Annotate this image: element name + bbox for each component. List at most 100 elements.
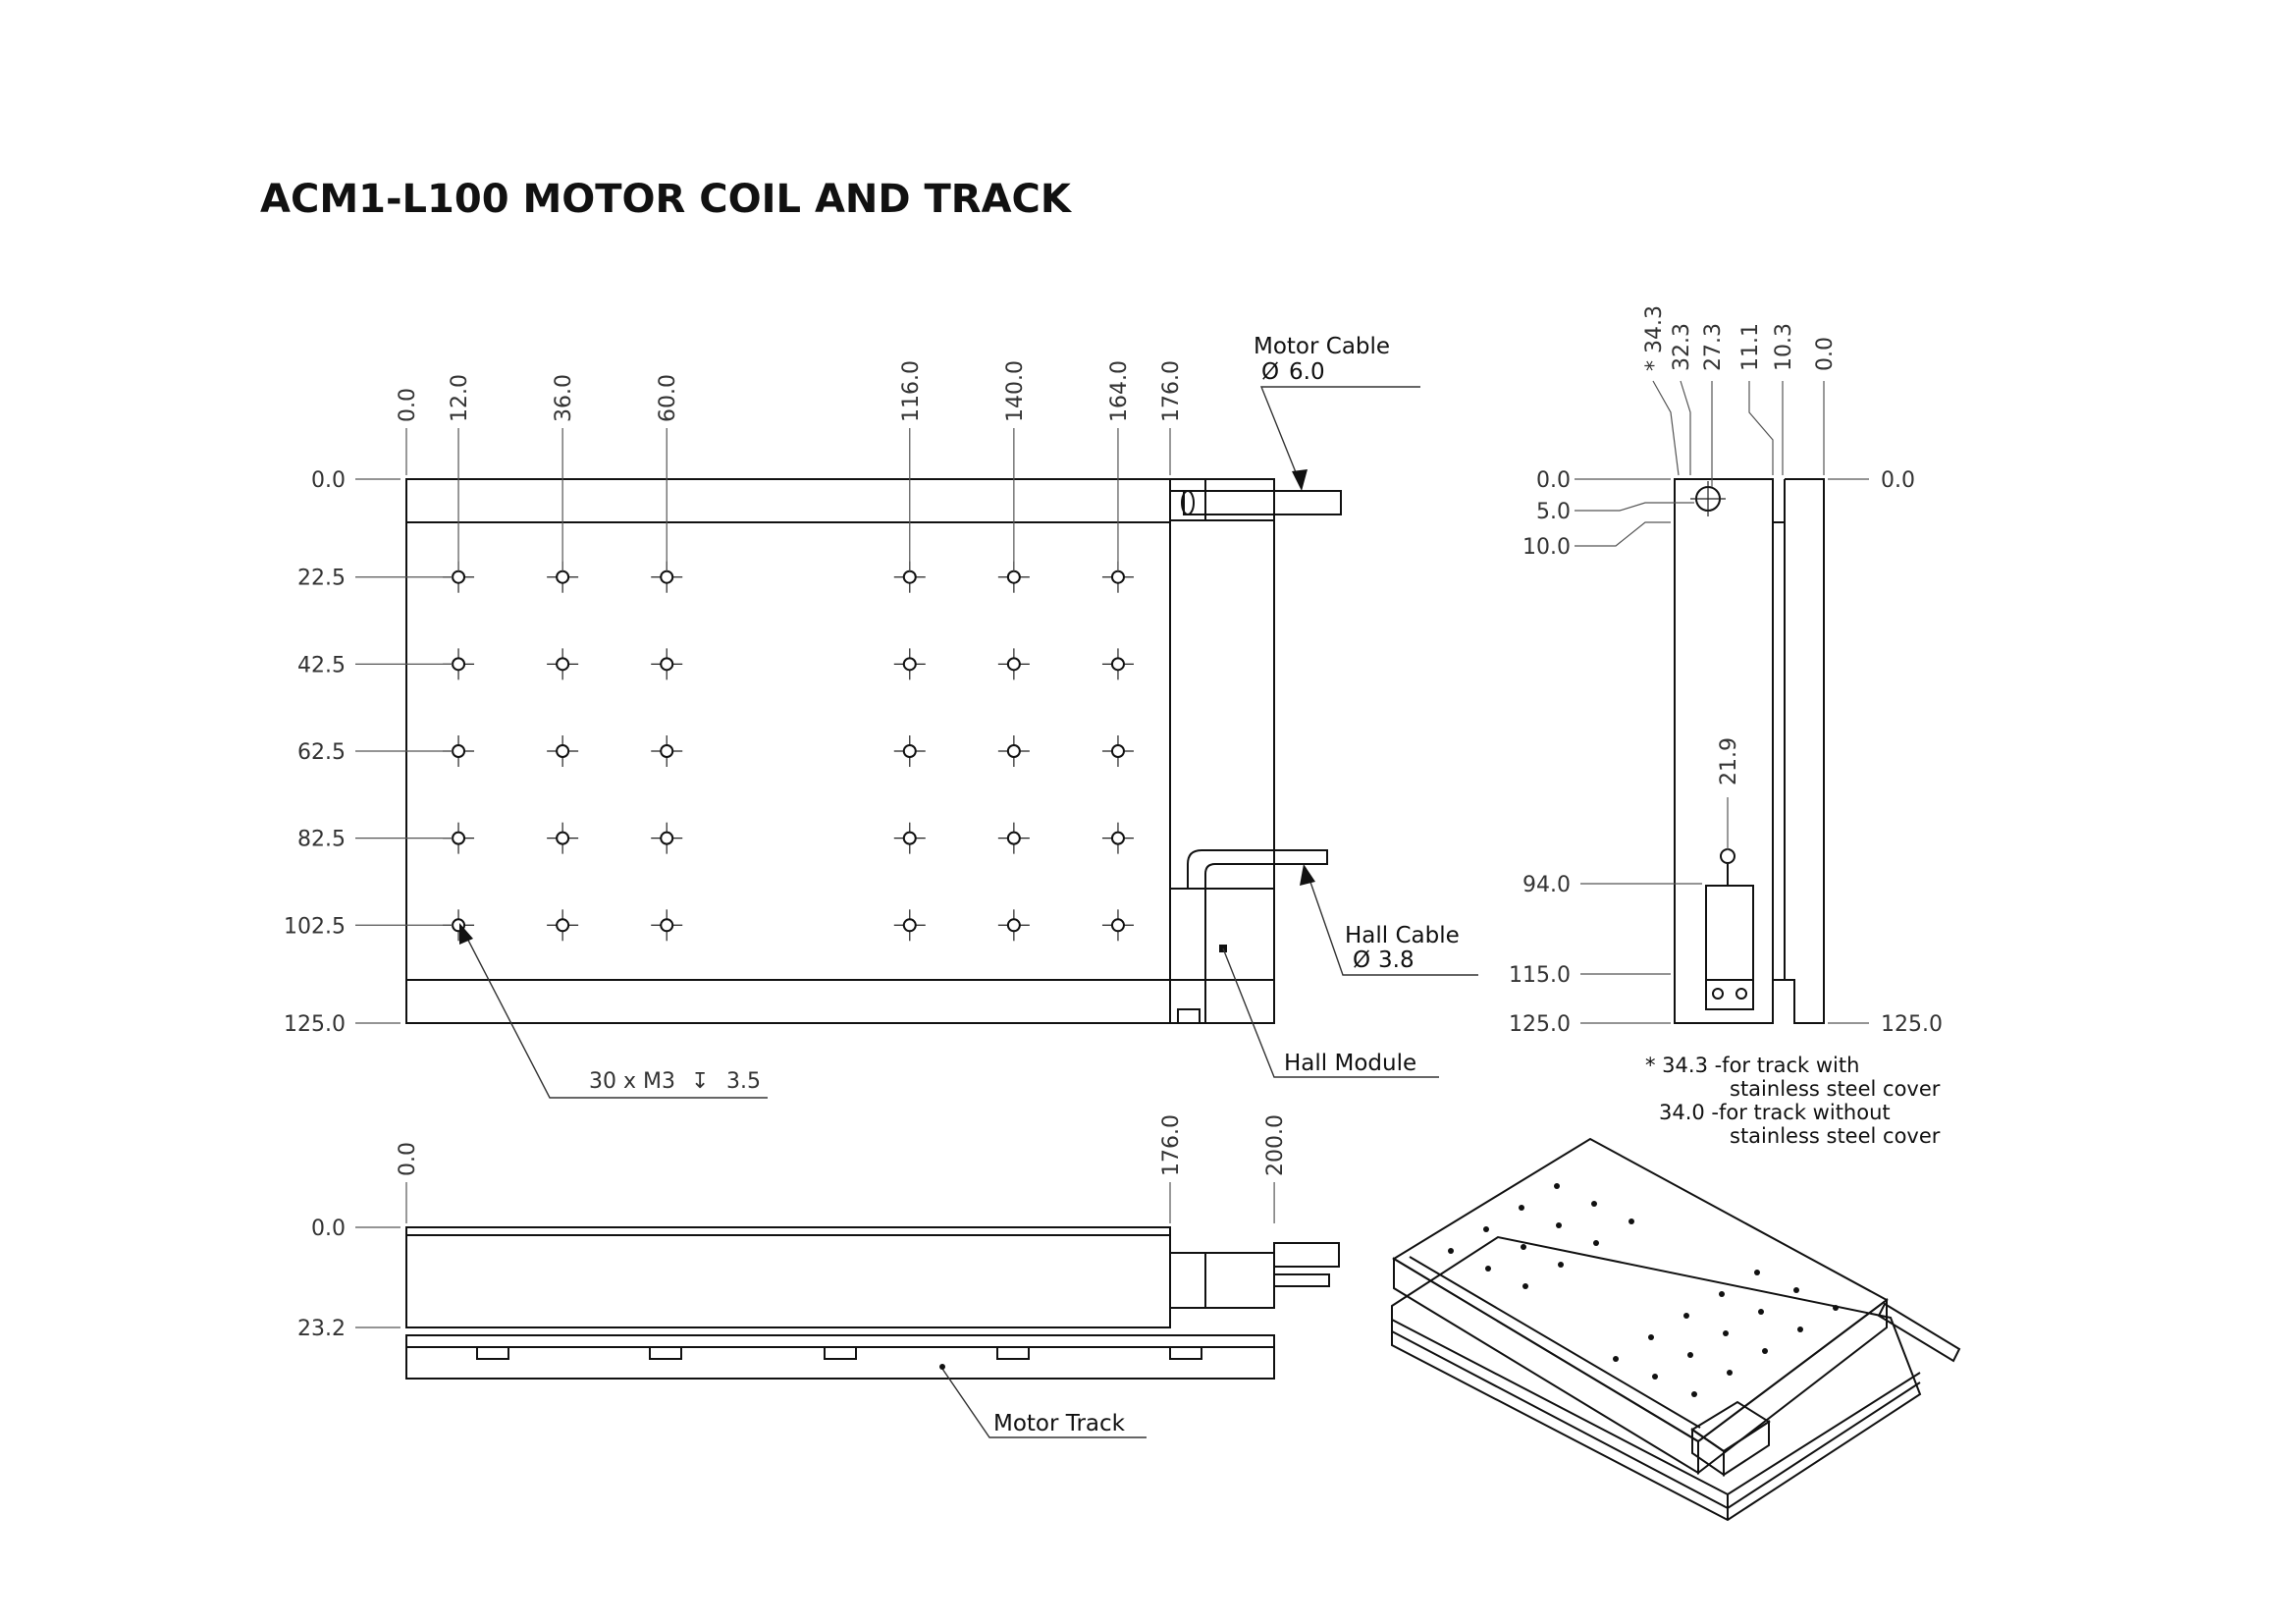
mounting-holes <box>443 561 1134 942</box>
end-leader <box>1652 380 1680 476</box>
iso-holes <box>1448 1183 1839 1397</box>
y-dimension-label: 82.5 <box>297 828 346 852</box>
mounting-hole <box>1110 918 1125 933</box>
hall-dimension-label: 21.9 <box>1717 737 1741 785</box>
hall-module-leader <box>1222 947 1439 1078</box>
mounting-hole <box>452 569 466 584</box>
hall-cable-label: Hall Cable <box>1345 923 1460 948</box>
end-coil-outline <box>1674 478 1774 1024</box>
hole-depth: 3.5 <box>726 1069 761 1094</box>
diameter-symbol-icon: Ø <box>1261 359 1279 385</box>
iso-hole <box>1521 1244 1526 1250</box>
hole-callout: 30 x M3 <box>589 1069 675 1094</box>
x-dimension-label: 140.0 <box>1003 360 1028 422</box>
iso-hole <box>1593 1240 1599 1246</box>
mounting-hole <box>902 744 917 758</box>
note-line-2: stainless steel cover <box>1730 1077 1941 1101</box>
note-line-3: 34.0 -for track without <box>1659 1101 1891 1124</box>
x-dimension-label: 12.0 <box>448 374 472 422</box>
mounting-hole <box>452 831 466 845</box>
mounting-hole <box>1006 569 1021 584</box>
mounting-hole <box>556 657 570 672</box>
iso-hole <box>1648 1334 1654 1340</box>
mounting-hole <box>1006 918 1021 933</box>
end-track-outline <box>1773 478 1825 1024</box>
mounting-hole <box>452 657 466 672</box>
mounting-hole <box>556 831 570 845</box>
mounting-hole <box>1110 831 1125 845</box>
y-dimension-label: 23.2 <box>297 1317 346 1341</box>
isometric-view-icon <box>1391 1137 1961 1522</box>
end-y-dimension-right: 0.0 <box>1881 468 1915 493</box>
end-y-dimension-right: 125.0 <box>1881 1012 1943 1037</box>
end-x-dimension-label: * 34.3 <box>1642 305 1667 371</box>
motor-cable-leader <box>1259 386 1420 488</box>
x-dimension-label: 116.0 <box>899 360 924 422</box>
mounting-hole <box>1006 744 1021 758</box>
end-y-line <box>1575 502 1694 512</box>
iso-hole <box>1558 1262 1564 1268</box>
iso-hole <box>1554 1183 1560 1189</box>
x-dimension-label: 200.0 <box>1263 1114 1288 1176</box>
iso-hole <box>1793 1287 1799 1293</box>
end-notes: * 34.3 -for track with stainless steel c… <box>1645 1054 1941 1148</box>
iso-hole <box>1754 1270 1760 1275</box>
mounting-hole <box>902 918 917 933</box>
motor-cable <box>1183 490 1342 515</box>
end-x-dimension-label: 11.1 <box>1738 323 1763 371</box>
iso-hole <box>1687 1352 1693 1358</box>
depth-symbol-icon: ↧ <box>691 1069 709 1094</box>
y-dimension-label: 102.5 <box>284 914 346 939</box>
hole-callout-leader <box>460 926 768 1099</box>
y-dimension-label: 62.5 <box>297 740 346 765</box>
diameter-symbol-icon: Ø <box>1353 947 1370 973</box>
y-dimension-label: 125.0 <box>284 1012 346 1037</box>
mounting-hole <box>902 657 917 672</box>
end-x-dimension-label: 32.3 <box>1670 323 1694 371</box>
iso-hole <box>1652 1374 1658 1380</box>
mounting-hole <box>902 831 917 845</box>
end-leader <box>1680 380 1691 475</box>
mounting-hole <box>660 831 674 845</box>
x-dimension-label: 0.0 <box>396 1142 420 1176</box>
drawing-title: ACM1-L100 MOTOR COIL AND TRACK <box>260 177 1073 222</box>
x-dimension-label: 176.0 <box>1159 1114 1184 1176</box>
iso-hole <box>1797 1326 1803 1332</box>
end-x-dimension-label: 0.0 <box>1813 337 1838 371</box>
motor-cable-label: Motor Cable <box>1254 334 1390 359</box>
end-y-dimension-label: 94.0 <box>1522 873 1571 897</box>
note-line-1: * 34.3 -for track with <box>1645 1054 1859 1077</box>
mounting-hole <box>660 918 674 933</box>
side-motor-cable <box>1273 1242 1340 1268</box>
hall-module-label: Hall Module <box>1284 1051 1416 1076</box>
mounting-hole <box>1006 657 1021 672</box>
iso-track <box>1391 1235 1922 1522</box>
iso-hole <box>1683 1313 1689 1319</box>
y-dimension-label: 22.5 <box>297 567 346 591</box>
end-x-dimension-label: 10.3 <box>1772 323 1796 371</box>
x-dimension-label: 176.0 <box>1159 360 1184 422</box>
iso-hole <box>1723 1330 1729 1336</box>
iso-hole <box>1629 1218 1634 1224</box>
motor-track-label: Motor Track <box>993 1411 1126 1436</box>
mounting-hole <box>902 569 917 584</box>
iso-hole <box>1485 1266 1491 1272</box>
hall-cable-diameter: 3.8 <box>1378 947 1415 973</box>
note-line-4: stainless steel cover <box>1730 1124 1941 1148</box>
hall-cable-leader <box>1305 867 1478 976</box>
end-y-dimension-label: 115.0 <box>1509 963 1571 988</box>
mounting-hole <box>1110 569 1125 584</box>
x-dimension-label: 36.0 <box>552 374 576 422</box>
iso-hole <box>1691 1391 1697 1397</box>
iso-hole <box>1483 1226 1489 1232</box>
iso-hole <box>1762 1348 1768 1354</box>
end-hall-module <box>1705 885 1754 981</box>
y-dimension-label: 0.0 <box>311 468 346 493</box>
end-y-dimension-label: 125.0 <box>1509 1012 1571 1037</box>
